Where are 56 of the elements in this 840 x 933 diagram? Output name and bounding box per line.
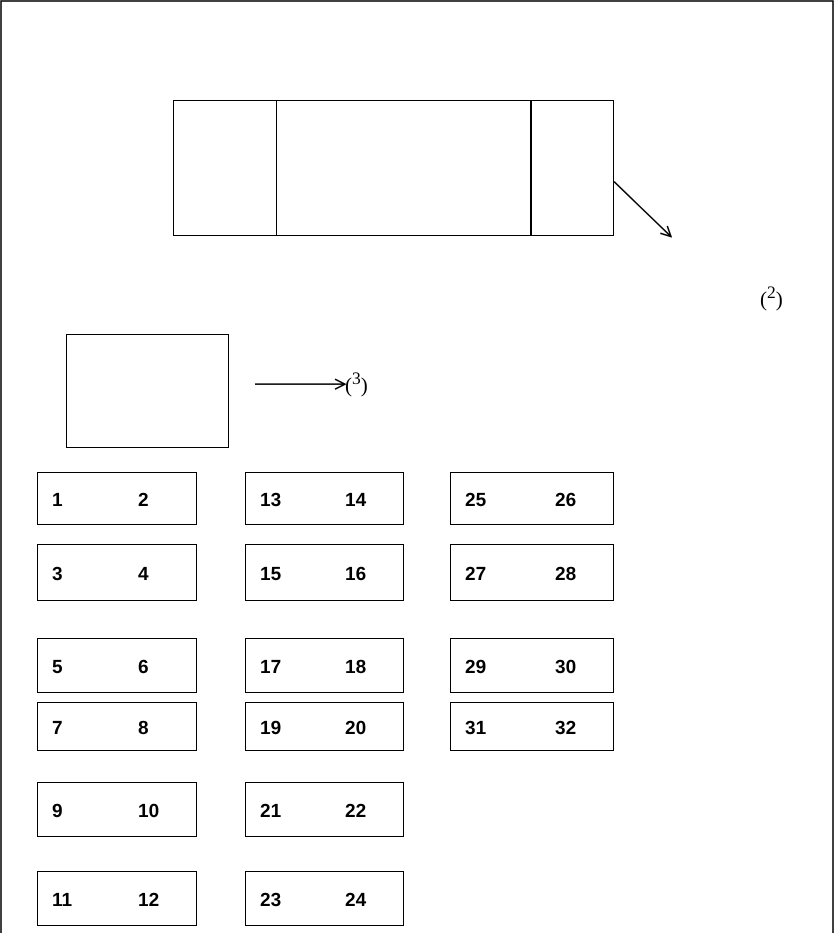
box-number: 14 <box>345 490 366 512</box>
empty-box <box>276 100 532 236</box>
number-box <box>450 638 614 693</box>
box-number: 27 <box>465 564 486 586</box>
number-box <box>245 871 404 926</box>
box-number: 3 <box>52 564 63 586</box>
box-number: 5 <box>52 656 63 678</box>
box-number: 17 <box>260 656 282 678</box>
box-number: 20 <box>345 718 366 740</box>
number-box <box>37 702 197 751</box>
box-number: 26 <box>555 490 576 512</box>
box-number: 9 <box>52 800 63 822</box>
box-number: 24 <box>345 890 366 912</box>
box-number: 32 <box>555 718 576 740</box>
box-number: 19 <box>260 718 282 740</box>
number-box <box>37 782 197 837</box>
box-number: 7 <box>52 718 63 740</box>
box-number: 12 <box>138 890 160 912</box>
box-number: 23 <box>260 890 282 912</box>
box-number: 10 <box>138 800 160 822</box>
box-number: 13 <box>260 490 282 512</box>
number-box <box>37 544 197 601</box>
box-number: 25 <box>465 490 486 512</box>
box-number: 31 <box>465 718 486 740</box>
number-box <box>37 871 197 926</box>
arrow <box>613 181 672 238</box>
box-number: 6 <box>138 656 149 678</box>
box-number: 11 <box>52 890 72 912</box>
number-box <box>245 702 404 751</box>
empty-box <box>530 100 614 236</box>
box-number: 2 <box>138 490 149 512</box>
box-number: 22 <box>345 800 366 822</box>
box-number: 16 <box>345 564 366 586</box>
box-number: 28 <box>555 564 576 586</box>
number-box <box>450 702 614 751</box>
number-box <box>245 544 404 601</box>
arrow <box>255 378 346 390</box>
reference-mark: ($^{2}$) <box>760 282 783 312</box>
reference-mark: ($^{3}$) <box>345 368 368 398</box>
box-number: 29 <box>465 656 486 678</box>
box-number: 4 <box>138 564 149 586</box>
number-box <box>450 472 614 525</box>
box-number: 18 <box>345 656 366 678</box>
number-box <box>37 472 197 525</box>
number-box <box>245 472 404 525</box>
empty-box <box>66 334 229 448</box>
box-number: 15 <box>260 564 282 586</box>
number-box <box>450 544 614 601</box>
box-number: 30 <box>555 656 576 678</box>
box-number: 1 <box>52 490 63 512</box>
box-number: 8 <box>138 718 149 740</box>
empty-box <box>173 100 277 236</box>
number-box <box>245 782 404 837</box>
box-number: 21 <box>260 800 282 822</box>
number-box <box>245 638 404 693</box>
number-box <box>37 638 197 693</box>
